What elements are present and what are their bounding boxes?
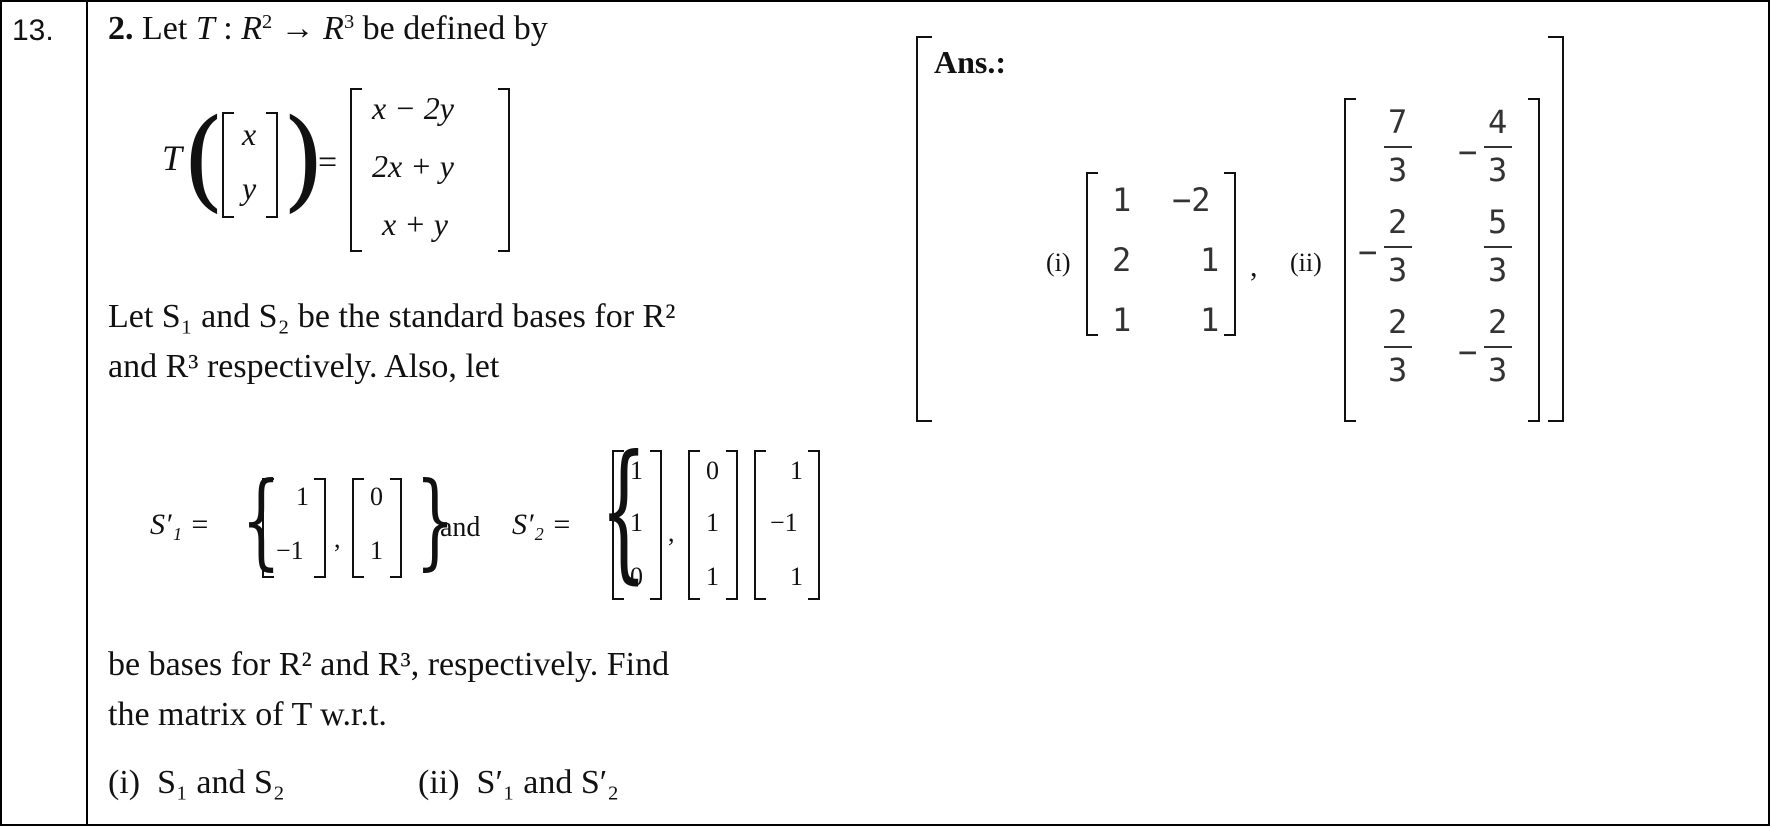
output-row-2: 2x + y [372,148,454,184]
question-number: 13. [12,14,54,47]
matrix-ii-denominator: 3 [1388,351,1408,389]
s1-v1-left-bracket [262,478,274,578]
matrix-ii-denominator: 3 [1488,251,1508,289]
problem-intro-line: 2. Let T : R2 → R3 be defined by [108,10,548,47]
input-y: y [242,170,257,206]
problem-label: 2. [108,10,134,47]
s1-right-brace: } [415,459,455,581]
s1-left-brace: { [241,459,281,581]
answer-outer-right-bracket [1548,36,1564,422]
s1-v2-right-bracket [390,478,402,578]
matrix-ii-fraction-bar [1384,146,1412,148]
s2-v3-c: 1 [790,562,803,591]
find-sentence-2: the matrix of T w.r.t. [108,696,387,733]
s2-v2-left-bracket [688,450,700,600]
matrix-i-r3c2: 1 [1200,301,1220,339]
matrix-ii-denominator: 3 [1488,351,1508,389]
matrix-ii-denominator: 3 [1388,251,1408,289]
matrix-ii-numerator: 2 [1388,203,1408,241]
s2-v2-right-bracket [726,450,738,600]
matrix-i-left-bracket [1086,172,1098,336]
output-row-3: x + y [382,206,448,242]
question-number-cell: 13. [0,0,88,826]
matrix-ii-denominator: 3 [1388,151,1408,189]
matrix-i-right-bracket [1224,172,1236,336]
s2-v2-c: 1 [706,562,719,591]
s2-v3-b: −1 [770,508,798,537]
s2-v3-left-bracket [754,450,766,600]
matrix-i-r2c2: 1 [1200,241,1220,279]
matrix-ii-fraction-bar [1384,346,1412,348]
matrix-ii-sign: − [1458,333,1478,371]
s2-v1-b: 1 [630,508,643,537]
matrix-ii-sign: − [1358,233,1378,271]
s2-v2-b: 1 [706,508,719,537]
matrix-ii-sign: − [1458,133,1478,171]
input-right-bracket [266,112,278,218]
answer-separator: , [1250,250,1258,283]
matrix-i-r1c2: −2 [1172,181,1211,219]
matrix-ii-numerator: 5 [1488,203,1508,241]
output-right-bracket [498,88,510,252]
bases-sentence-1: Let S₁ and S₂ be the standard bases for … [108,298,676,335]
s1-prime-label: S′₁ = [150,508,210,541]
matrix-i-r1c1: 1 [1112,181,1132,219]
s2-v1-c: 0 [630,562,643,591]
comma: , [668,518,675,547]
bases-sentence-2: and R³ respectively. Also, let [108,348,500,385]
output-row-1: x − 2y [372,90,454,126]
s2-v1-a: 1 [630,456,643,485]
s1-v2-left-bracket [352,478,364,578]
matrix-ii-numerator: 4 [1488,103,1508,141]
answer-part-i-label: (i) [1046,248,1071,277]
output-left-bracket [350,88,362,252]
matrix-i-r3c1: 1 [1112,301,1132,339]
part-ii: (ii) S′₁ and S′₂ [418,764,620,801]
map-symbol: T [162,138,183,178]
matrix-ii-fraction-bar [1384,246,1412,248]
matrix-ii-fraction-bar [1484,146,1512,148]
matrix-ii-left-bracket [1344,98,1356,422]
find-sentence-1: be bases for R² and R³, respectively. Fi… [108,646,670,683]
s2-v3-right-bracket [808,450,820,600]
equals-sign: = [318,144,338,181]
matrix-ii-right-bracket [1528,98,1540,422]
s2-prime-label: S′₂ = [512,508,572,541]
s2-left-brace: { [599,424,648,598]
matrix-i-r2c1: 2 [1112,241,1132,279]
s1-v2-b: 1 [370,536,383,565]
right-paren: ) [282,95,325,223]
s1-v1-b: −1 [276,536,304,565]
matrix-ii-denominator: 3 [1488,151,1508,189]
and-text: and [440,512,481,543]
s1-v2-a: 0 [370,482,383,511]
input-left-bracket [222,112,234,218]
matrix-ii-fraction-bar [1484,246,1512,248]
s1-v1-right-bracket [314,478,326,578]
matrix-ii-numerator: 2 [1488,303,1508,341]
s2-v2-a: 0 [706,456,719,485]
matrix-ii-fraction-bar [1484,346,1512,348]
input-x: x [242,116,257,152]
part-i: (i) S₁ and S₂ [108,764,285,801]
matrix-ii-numerator: 7 [1388,103,1408,141]
s1-v1-a: 1 [296,482,309,511]
answer-label: Ans.: [934,44,1007,80]
s2-v3-a: 1 [790,456,803,485]
answer-part-ii-label: (ii) [1290,248,1322,277]
matrix-ii-numerator: 2 [1388,303,1408,341]
left-paren: ( [182,95,225,223]
answer-outer-left-bracket [916,36,932,422]
comma: , [334,524,341,553]
s2-v1-left-bracket [612,450,624,600]
s2-v1-right-bracket [650,450,662,600]
